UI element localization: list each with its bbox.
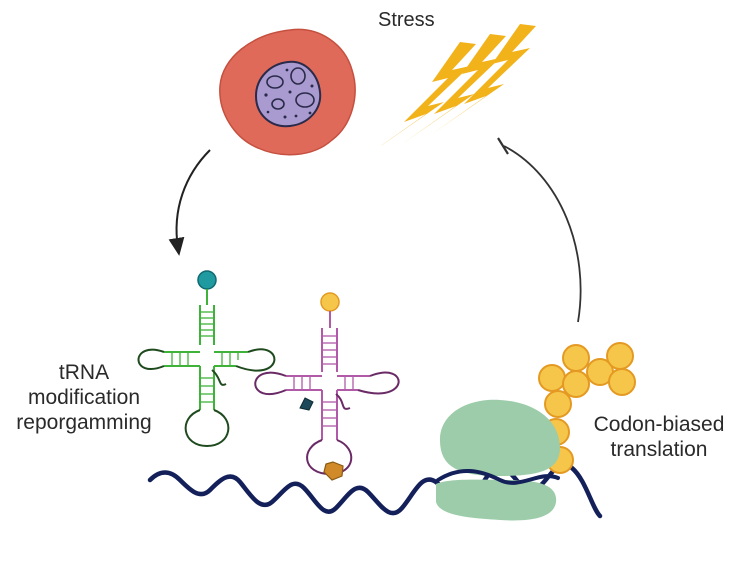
- trna-green-icon: [137, 270, 276, 448]
- stress-label: Stress: [378, 9, 435, 31]
- trna-modification-label: tRNA modification reporgamming: [4, 360, 164, 435]
- codon-label-line-2: translation: [610, 438, 708, 461]
- trna-label-line-2: modification: [27, 386, 141, 409]
- codon-biased-translation-label: Codon-biased translation: [584, 412, 734, 462]
- trna-purple-icon: [254, 292, 400, 481]
- ribosome-icon: [436, 399, 560, 521]
- arrow-cell-to-trna: [168, 149, 211, 256]
- trna-label-line-3: reporgamming: [16, 411, 152, 434]
- codon-label-line-1: Codon-biased: [593, 413, 725, 436]
- trna-label-line-1: tRNA: [58, 361, 110, 384]
- lightning-icon: [372, 24, 536, 152]
- cell-icon: [219, 28, 356, 156]
- inhibition-arc: [497, 137, 582, 323]
